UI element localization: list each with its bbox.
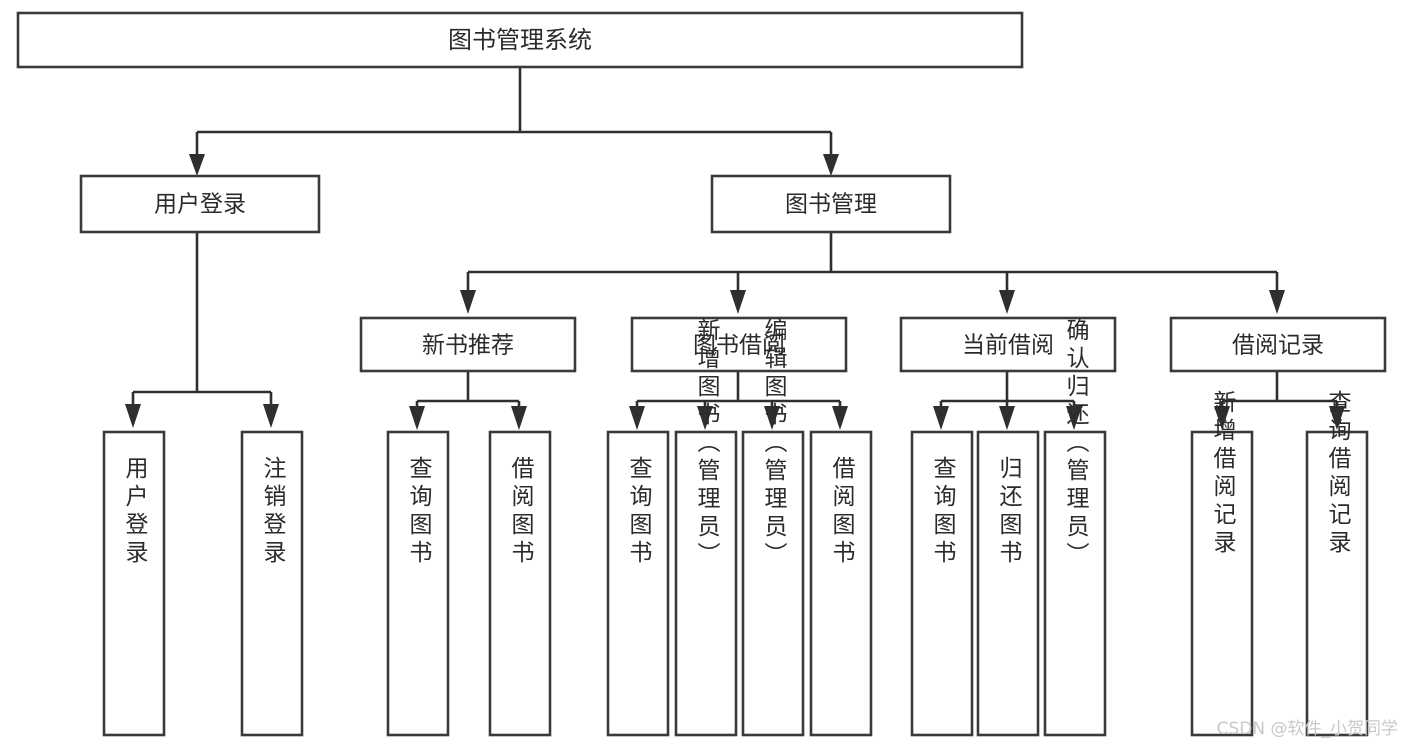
node-leaf-borrow-book-1-label: 借阅图书 <box>507 456 535 568</box>
node-leaf-query-book-2-label: 查询图书 <box>625 456 653 568</box>
node-leaf-query-book-2-box[interactable] <box>606 430 670 737</box>
arrow-to-new-book-recommend <box>460 290 476 314</box>
node-root-box[interactable] <box>16 11 1024 69</box>
node-leaf-borrow-book-2-box[interactable] <box>809 430 873 737</box>
node-current-borrow[interactable]: 当前借阅 <box>899 316 1117 373</box>
csdn-watermark: CSDN @软件_小贺同学 <box>1217 719 1398 739</box>
node-leaf-query-book-1-label: 查询图书 <box>405 456 433 568</box>
node-book-borrow-label: 图书借阅 <box>693 333 785 359</box>
node-leaf-borrow-book-1-box[interactable] <box>488 430 552 737</box>
arrow-to-leaf-return-book <box>999 406 1015 430</box>
node-borrow-record-box[interactable] <box>1169 316 1387 373</box>
node-leaf-edit-book-box[interactable] <box>741 430 805 737</box>
arrow-to-book-borrow <box>730 290 746 314</box>
node-leaf-add-book[interactable]: 新增图书（管理员） <box>674 318 738 737</box>
node-book-manage[interactable]: 图书管理 <box>710 174 952 234</box>
node-leaf-query-book-2[interactable]: 查询图书 <box>606 430 670 737</box>
arrow-to-leaf-borrow-book-2 <box>832 406 848 430</box>
node-leaf-confirm-return-label: 确认归还（管理员） <box>1062 318 1090 570</box>
node-leaf-query-book-3-label: 查询图书 <box>929 456 957 568</box>
node-leaf-add-record[interactable]: 新增借阅记录 <box>1190 390 1254 737</box>
node-leaf-logout-login-box[interactable] <box>240 430 304 737</box>
node-leaf-query-book-1-box[interactable] <box>386 430 450 737</box>
arrow-to-borrow-record <box>1269 290 1285 314</box>
arrow-to-leaf-query-book-1 <box>409 406 425 430</box>
node-leaf-add-book-box[interactable] <box>674 430 738 737</box>
node-root[interactable]: 图书管理系统 <box>16 11 1024 69</box>
node-root-label: 图书管理系统 <box>448 26 592 54</box>
node-leaf-query-book-3-box[interactable] <box>910 430 974 737</box>
node-leaf-query-book-3[interactable]: 查询图书 <box>910 430 974 737</box>
node-leaf-return-book-label: 归还图书 <box>995 456 1023 568</box>
node-new-book-recommend-box[interactable] <box>359 316 577 373</box>
node-leaf-add-record-box[interactable] <box>1190 430 1254 737</box>
node-book-borrow[interactable]: 图书借阅 <box>630 316 848 373</box>
node-leaf-borrow-book-2-label: 借阅图书 <box>828 456 856 568</box>
node-leaf-edit-book[interactable]: 编辑图书（管理员） <box>741 318 805 737</box>
node-leaf-return-book-box[interactable] <box>976 430 1040 737</box>
node-user-login-label: 用户登录 <box>154 192 246 218</box>
arrow-to-leaf-query-book-2 <box>629 406 645 430</box>
node-leaf-query-record-box[interactable] <box>1305 430 1369 737</box>
arrow-to-leaf-borrow-book-1 <box>511 406 527 430</box>
node-leaf-user-login-label: 用户登录 <box>121 456 149 568</box>
arrow-to-book-manage <box>823 154 839 176</box>
node-leaf-query-record[interactable]: 查询借阅记录 <box>1305 390 1369 737</box>
node-user-login-box[interactable] <box>79 174 321 234</box>
node-leaf-add-record-label: 新增借阅记录 <box>1209 390 1237 558</box>
node-leaf-logout-login[interactable]: 注销登录 <box>240 430 304 737</box>
node-book-manage-label: 图书管理 <box>785 192 877 218</box>
arrow-to-leaf-add-book <box>697 406 713 430</box>
arrow-to-leaf-query-record <box>1329 406 1345 430</box>
node-book-borrow-box[interactable] <box>630 316 848 373</box>
arrow-to-leaf-logout-login <box>263 404 279 428</box>
node-borrow-record[interactable]: 借阅记录 <box>1169 316 1387 373</box>
node-leaf-confirm-return[interactable]: 确认归还（管理员） <box>1043 318 1107 737</box>
node-leaf-borrow-book-2[interactable]: 借阅图书 <box>809 430 873 737</box>
node-leaf-return-book[interactable]: 归还图书 <box>976 430 1040 737</box>
node-leaf-add-book-label: 新增图书（管理员） <box>693 318 721 570</box>
node-borrow-record-label: 借阅记录 <box>1232 333 1324 359</box>
node-leaf-user-login-box[interactable] <box>102 430 166 737</box>
node-current-borrow-box[interactable] <box>899 316 1117 373</box>
node-leaf-logout-login-label: 注销登录 <box>259 456 287 568</box>
connectors-layer <box>125 67 1345 430</box>
arrow-to-leaf-edit-book <box>764 406 780 430</box>
node-current-borrow-label: 当前借阅 <box>962 333 1054 359</box>
node-leaf-edit-book-label: 编辑图书（管理员） <box>760 318 788 570</box>
arrow-to-leaf-confirm-return <box>1066 406 1082 430</box>
node-leaf-query-book-1[interactable]: 查询图书 <box>386 430 450 737</box>
arrow-to-leaf-add-record <box>1214 406 1230 430</box>
arrow-to-leaf-user-login <box>125 404 141 428</box>
node-leaf-user-login[interactable]: 用户登录 <box>102 430 166 737</box>
arrow-to-user-login <box>189 154 205 176</box>
arrow-to-leaf-query-book-3 <box>933 406 949 430</box>
node-user-login[interactable]: 用户登录 <box>79 174 321 234</box>
node-leaf-query-record-label: 查询借阅记录 <box>1324 390 1352 558</box>
node-new-book-recommend[interactable]: 新书推荐 <box>359 316 577 373</box>
arrow-to-current-borrow <box>999 290 1015 314</box>
node-leaf-confirm-return-box[interactable] <box>1043 430 1107 737</box>
node-leaf-borrow-book-1[interactable]: 借阅图书 <box>488 430 552 737</box>
node-new-book-recommend-label: 新书推荐 <box>422 333 514 359</box>
node-book-manage-box[interactable] <box>710 174 952 234</box>
